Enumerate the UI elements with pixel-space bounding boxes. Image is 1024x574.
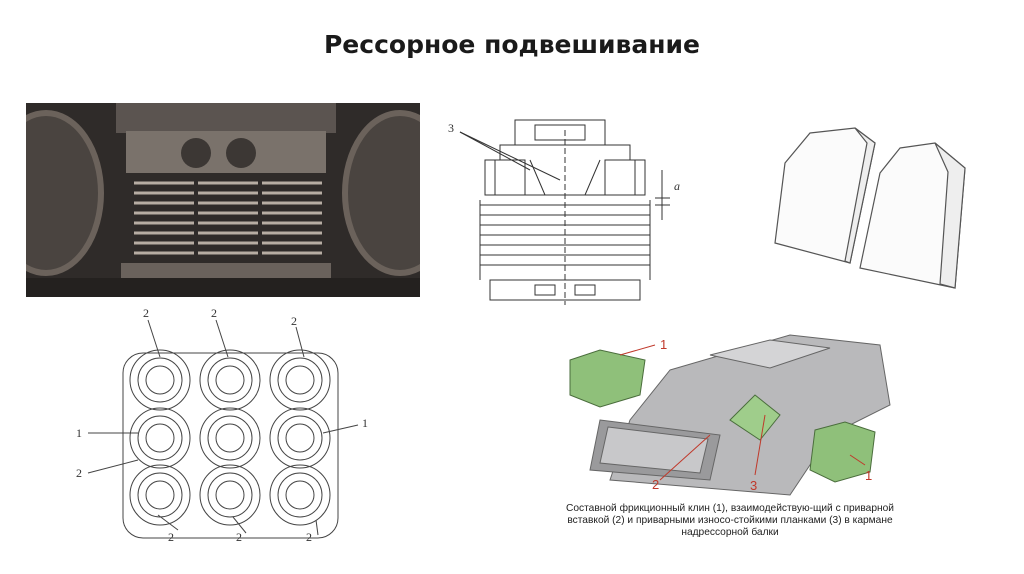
section-label-3: 3	[448, 121, 454, 135]
grid-label-top-1: 2	[143, 306, 149, 320]
bogie-spring-photo	[26, 103, 420, 297]
wedge-outline-drawing	[770, 118, 980, 293]
grid-label-left-1: 1	[76, 426, 82, 440]
render-label-1-top: 1	[660, 337, 667, 352]
wedge-caption: Составной фрикционный клин (1), взаимоде…	[566, 503, 894, 538]
render-label-1-bottom: 1	[865, 468, 872, 483]
friction-wedge-render: 1 2 3 1	[560, 325, 900, 510]
render-label-3: 3	[750, 478, 757, 493]
grid-label-right-1: 1	[362, 416, 368, 430]
grid-label-bottom-3: 2	[306, 530, 312, 544]
section-label-a: a	[674, 179, 680, 193]
grid-label-bottom-2: 2	[236, 530, 242, 544]
bolster-section-drawing: 3 a	[440, 110, 690, 310]
render-label-2: 2	[652, 477, 659, 492]
spring-grid-drawing: 2 2 2 1 1 2 2 2 2	[68, 305, 388, 555]
slide-title: Рессорное подвешивание	[323, 30, 700, 59]
grid-label-top-3: 2	[291, 314, 297, 328]
grid-label-bottom-1: 2	[168, 530, 174, 544]
grid-label-left-2: 2	[76, 466, 82, 480]
grid-label-top-2: 2	[211, 306, 217, 320]
